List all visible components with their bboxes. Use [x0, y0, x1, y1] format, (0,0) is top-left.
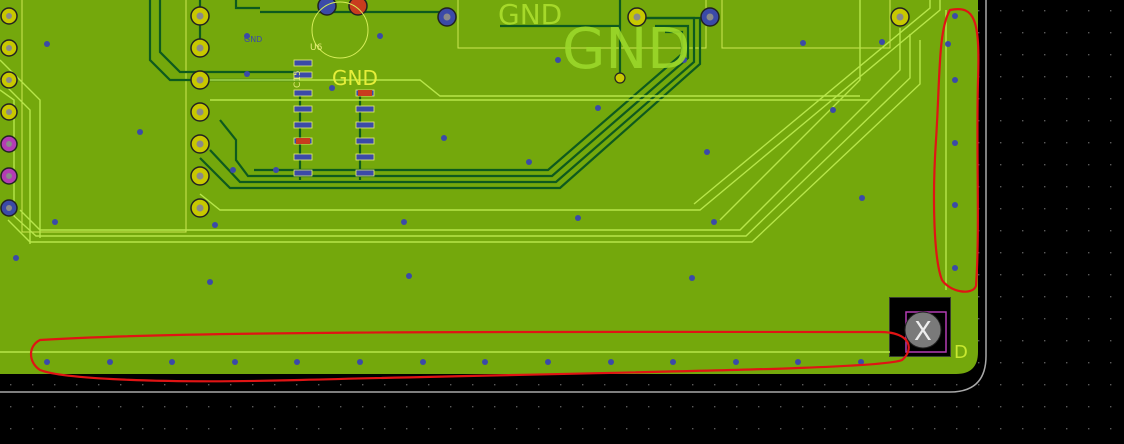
light-traces [0, 0, 947, 353]
middle-pad-holes [196, 12, 904, 212]
dark-traces [148, 0, 702, 190]
mounting-hole[interactable]: X [890, 298, 950, 356]
gnd-net-label-small: GND [332, 66, 378, 90]
gnd-net-label-top: GND [498, 0, 562, 31]
board-outline [0, 0, 987, 393]
red-markup-bottom-edge [29, 330, 910, 383]
ref-designator-c: C15 [293, 70, 303, 88]
corner-label-d: D [954, 342, 968, 363]
gnd-net-label-tiny: GND [244, 35, 262, 44]
ref-designator-u6: U6 [310, 43, 323, 53]
red-markup-right-edge [932, 8, 980, 293]
vias[interactable] [13, 13, 958, 365]
mounting-hole-x-icon: X [914, 317, 932, 347]
gnd-net-label-large: GND [562, 17, 690, 82]
header-pad-holes [6, 13, 12, 211]
ic-u6-pads[interactable] [293, 59, 375, 177]
component-outline-ring [311, 1, 369, 59]
